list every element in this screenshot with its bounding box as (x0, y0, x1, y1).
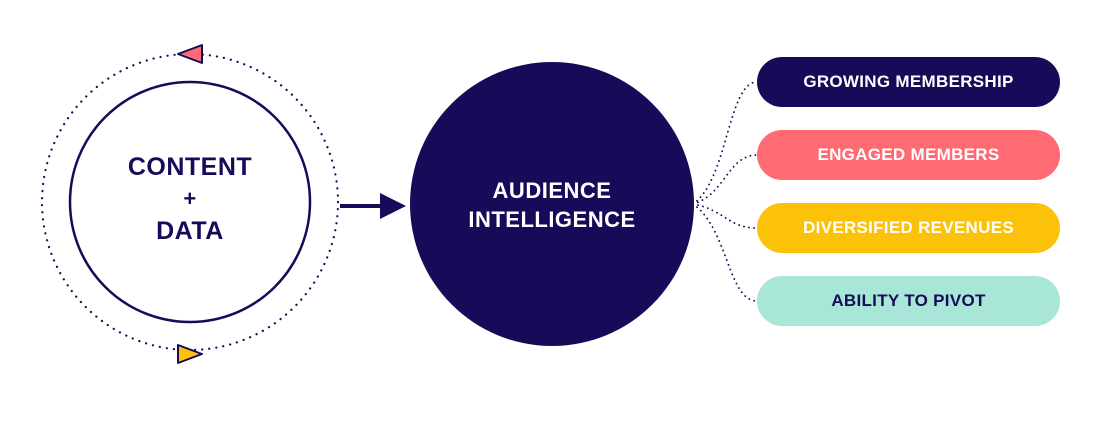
cycle-ring-dotted (40, 52, 340, 352)
flow-arrow-head-icon (380, 193, 406, 219)
audience-intelligence-label: AUDIENCE INTELLIGENCE (420, 176, 684, 234)
outcome-pill-diversified-revenues: DIVERSIFIED REVENUES (757, 203, 1060, 253)
outcome-label: GROWING MEMBERSHIP (803, 72, 1014, 91)
outcome-label: ABILITY TO PIVOT (831, 291, 986, 310)
outcome-pill-ability-to-pivot: ABILITY TO PIVOT (757, 276, 1060, 326)
content-data-label: CONTENT + DATA (90, 150, 290, 248)
connector-engaged-members (692, 154, 758, 205)
content-data-circle (68, 80, 312, 324)
outcome-label: ENGAGED MEMBERS (817, 145, 1000, 164)
cycle-arrow-top-icon (177, 44, 203, 64)
audience-intelligence-circle (410, 62, 694, 346)
connector-ability-to-pivot (692, 203, 758, 302)
audience-text: AUDIENCE (492, 178, 612, 203)
plus-sign: + (183, 186, 197, 211)
outcome-pill-growing-membership: GROWING MEMBERSHIP (757, 57, 1060, 107)
cycle-arrow-bottom-icon (177, 344, 203, 364)
intelligence-text: INTELLIGENCE (468, 207, 636, 232)
content-text: CONTENT (127, 153, 253, 181)
data-text: DATA (156, 217, 224, 245)
outcome-label: DIVERSIFIED REVENUES (803, 218, 1014, 237)
connector-diversified-revenues (692, 203, 758, 229)
outcome-pill-engaged-members: ENGAGED MEMBERS (757, 130, 1060, 180)
connector-growing-membership (692, 81, 758, 205)
